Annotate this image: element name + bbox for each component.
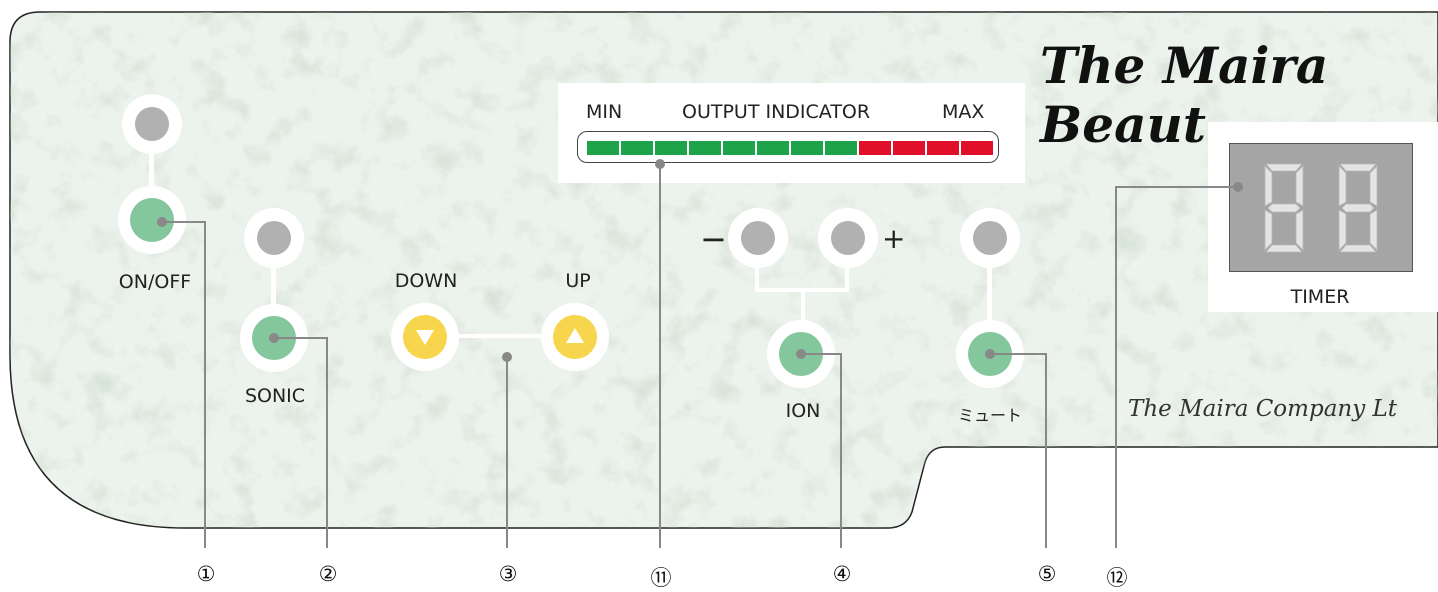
meter-segment	[893, 141, 925, 155]
ion-plus-connector	[845, 255, 849, 291]
mute-connector	[987, 255, 992, 325]
onoff-button[interactable]	[130, 198, 174, 242]
callout-number-4: ④	[832, 562, 852, 586]
arrow-down-icon	[416, 330, 434, 345]
callout-dot-11	[655, 159, 665, 169]
meter-segment	[655, 141, 687, 155]
callout-line-4	[801, 353, 842, 548]
output-level-meter	[577, 131, 999, 163]
company-name: The Maira Company Lt	[1128, 396, 1398, 422]
sonic-label: SONIC	[244, 385, 306, 407]
ion-label: ION	[785, 400, 821, 422]
output-indicator-title: OUTPUT INDICATOR	[682, 101, 871, 123]
onoff-label: ON/OFF	[118, 271, 192, 293]
callout-dot-1	[157, 217, 167, 227]
updown-connector	[440, 334, 550, 338]
brand-title: The Maira Beaut	[1040, 36, 1329, 154]
callout-dot-3	[502, 352, 512, 362]
callout-number-3: ③	[498, 562, 518, 586]
output-min-label: MIN	[586, 101, 623, 123]
meter-segment	[757, 141, 789, 155]
callout-number-1: ①	[196, 562, 216, 586]
down-button[interactable]	[403, 315, 447, 359]
ion-stem-connector	[801, 288, 805, 328]
meter-segment	[961, 141, 993, 155]
output-max-label: MAX	[942, 101, 985, 123]
meter-segment	[825, 141, 857, 155]
ion-minus-sign: −	[700, 220, 727, 258]
meter-segment	[927, 141, 959, 155]
mute-label: ミュート	[957, 406, 1023, 425]
onoff-connector	[149, 140, 154, 200]
sonic-indicator-led	[257, 221, 291, 255]
meter-segment	[723, 141, 755, 155]
callout-number-11: ⑪	[650, 566, 672, 590]
callout-number-5: ⑤	[1037, 562, 1057, 586]
callout-dot-4	[796, 349, 806, 359]
sonic-connector	[271, 255, 276, 315]
up-button[interactable]	[553, 315, 597, 359]
arrow-up-icon	[566, 328, 584, 343]
callout-dot-12	[1233, 182, 1243, 192]
onoff-indicator-led	[135, 107, 169, 141]
callout-number-12: ⑫	[1106, 566, 1128, 590]
callout-dot-5	[985, 349, 995, 359]
meter-segment	[791, 141, 823, 155]
down-label: DOWN	[394, 270, 458, 292]
up-label: UP	[565, 270, 591, 292]
callout-line-5	[990, 353, 1047, 548]
mute-indicator-led	[973, 221, 1007, 255]
ion-plus-sign: +	[882, 222, 906, 255]
seven-segment-digits	[1264, 163, 1378, 253]
meter-segment	[689, 141, 721, 155]
meter-segment	[621, 141, 653, 155]
timer-display	[1229, 143, 1413, 272]
ion-plus-led[interactable]	[831, 221, 865, 255]
callout-dot-2	[269, 333, 279, 343]
callout-line-1	[162, 221, 206, 548]
timer-label: TIMER	[1290, 286, 1350, 308]
callout-line-12	[1115, 186, 1238, 548]
callout-line-2	[274, 337, 328, 548]
meter-segment	[859, 141, 891, 155]
ion-minus-led[interactable]	[741, 221, 775, 255]
meter-segment	[587, 141, 619, 155]
callout-number-2: ②	[318, 562, 338, 586]
ion-minus-connector	[755, 255, 759, 291]
